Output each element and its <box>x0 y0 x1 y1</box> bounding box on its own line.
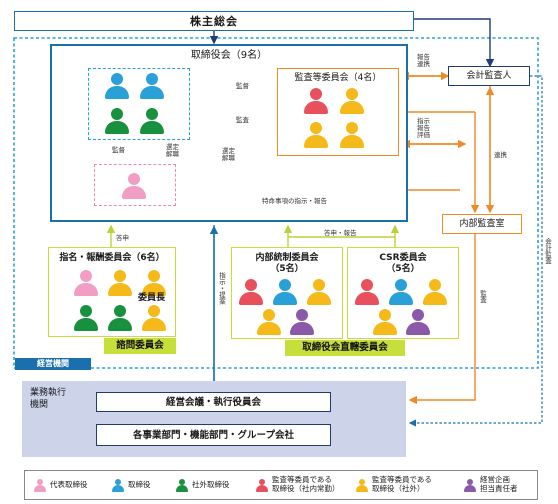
chair-label: 委員長 <box>138 293 166 303</box>
representative-director-person-icon <box>74 270 98 296</box>
supervise-label-left: 監督 <box>112 146 125 154</box>
report-up-label-1: 答申 <box>116 234 129 242</box>
accounting-auditor-box: 会計監査人 <box>448 66 530 86</box>
planning-officer-person-icon <box>406 309 430 335</box>
audit-member-outside-person-icon <box>340 88 364 114</box>
execution-label: 業務執行 機関 <box>30 388 67 410</box>
outside-audit-director-person-icon <box>307 279 331 305</box>
planning-officer-person-icon <box>290 309 314 335</box>
accounting-auditor-title: 会計監査人 <box>466 71 512 81</box>
audit-member-inside-person-icon <box>304 88 328 114</box>
outside-director-person-icon <box>105 108 129 134</box>
directors-cluster <box>88 68 190 140</box>
management-org-label: 経営機関 <box>37 359 69 368</box>
representative-director-legend-icon <box>34 479 46 492</box>
legend <box>24 470 538 500</box>
instruct-propose-label: 指示・提案 <box>217 272 226 305</box>
supervise-label: 監督 <box>236 82 249 90</box>
outside-director-person-icon <box>140 108 164 134</box>
outside-director-legend-icon <box>176 479 188 492</box>
audit-label: 監査 <box>236 116 249 124</box>
report-link-label: 報告 連携 <box>417 53 430 69</box>
representative-director-person-icon <box>122 173 146 199</box>
director-legend-icon <box>112 479 124 492</box>
planning-officer-legend-icon <box>464 479 476 492</box>
outside-audit-director-person-icon <box>373 309 397 335</box>
special-matters-label: 特命事項の指示・報告 <box>262 197 327 205</box>
legend-label-2: 取締役 <box>128 480 151 489</box>
select-dismiss-label-1: 選定 解職 <box>166 143 179 159</box>
legend-label-5: 監査等委員である 取締役（社外） <box>372 475 432 494</box>
outside-audit-director-person-icon <box>423 279 447 305</box>
internal-audit-box: 内部監査室 <box>442 214 522 234</box>
chair-person-icon <box>142 305 166 331</box>
legend-label-3: 社外取締役 <box>192 480 230 489</box>
outside-audit-director-person-icon <box>142 270 166 296</box>
outside-audit-director-legend-icon <box>356 479 368 492</box>
outside-director-person-icon <box>74 305 98 331</box>
legend-label-1: 代表取締役 <box>50 480 88 489</box>
representative-director-box <box>94 164 176 206</box>
director-person-icon <box>105 73 129 99</box>
board-title: 取締役会（9名） <box>190 50 268 61</box>
management-boundary <box>13 37 539 369</box>
audit-committee-box: 監査等委員会（4名） <box>277 68 399 156</box>
outside-audit-director-person-icon <box>108 270 132 296</box>
management-meeting-box: 経営会議・執行役員会 <box>96 392 331 412</box>
shareholders-box: 株主総会 <box>14 11 414 31</box>
select-dismiss-label-2: 選定 解職 <box>222 147 235 163</box>
divisions-title: 各事業部門・機能部門・グループ会社 <box>133 430 294 441</box>
nomination-committee-title: 指名・報酬委員会（6名） <box>59 253 165 263</box>
csr-committee-title: CSR委員会 （5名） <box>379 253 427 274</box>
management-org-tag: 経営機関 <box>15 358 91 370</box>
internal-control-committee-title: 内部統制委員会 （5名） <box>255 253 319 274</box>
board-direct-committee-label: 取締役会直轄委員会 <box>285 340 405 356</box>
director-person-icon <box>273 279 297 305</box>
inside-audit-director-person-icon <box>239 279 263 305</box>
audit-committee-title: 監査等委員会（4名） <box>294 73 382 83</box>
instruct-report-eval-label: 指示 報告 評価 <box>417 117 430 140</box>
legend-label-6: 経営企画 担当責任者 <box>480 475 518 494</box>
legend-label-4: 監査等委員である 取締役（社内常勤） <box>272 475 340 494</box>
advisory-committee-label: 諮問委員会 <box>104 338 176 354</box>
audit-member-outside-person-icon <box>304 122 328 148</box>
coop-label: 連携 <box>494 151 507 159</box>
report-up-label-2: 答申・報告 <box>324 229 357 237</box>
audit-bottom-label: 監査 <box>478 290 487 303</box>
outside-audit-director-person-icon <box>257 309 281 335</box>
audit-member-outside-person-icon <box>340 122 364 148</box>
inside-audit-director-legend-icon <box>256 479 268 492</box>
management-meeting-title: 経営会議・執行役員会 <box>165 397 261 408</box>
shareholders-title: 株主総会 <box>190 15 238 28</box>
outside-director-person-icon <box>108 305 132 331</box>
accounting-audit-label: 会計監査 <box>543 238 552 264</box>
divisions-box: 各事業部門・機能部門・グループ会社 <box>96 424 331 446</box>
director-person-icon <box>140 73 164 99</box>
internal-audit-title: 内部監査室 <box>459 219 505 229</box>
inside-audit-director-person-icon <box>355 279 379 305</box>
director-person-icon <box>389 279 413 305</box>
